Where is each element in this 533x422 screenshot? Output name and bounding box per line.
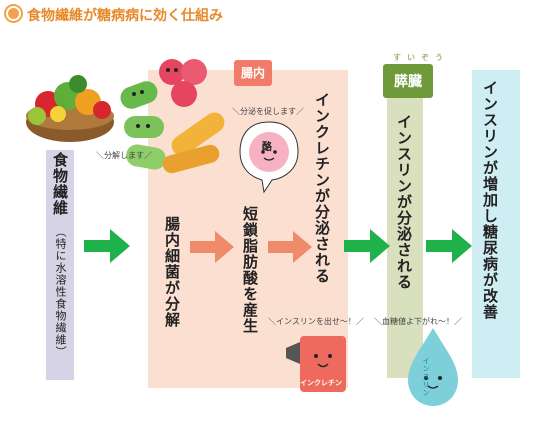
green-arrow-3-icon xyxy=(426,229,472,263)
break-down-speech: ＼分解します／ xyxy=(96,151,152,160)
pancreas-panel xyxy=(387,70,423,378)
gut-label: 腸内 xyxy=(234,60,272,86)
incretin-character-icon xyxy=(286,336,346,392)
food-basket-icon xyxy=(26,75,114,142)
sugar-down-speech: ＼血糖値よ下がれ〜！／ xyxy=(374,317,462,326)
page-title-text: 食物繊維が糖病病に効く仕組み xyxy=(27,8,223,24)
butyric-acid-character-icon xyxy=(239,121,299,194)
scfa-text: 短鎖脂肪酸を産生 xyxy=(241,206,259,334)
result-panel xyxy=(472,70,520,378)
title-bullet-icon xyxy=(6,6,21,21)
incretin-char-label: インクレチン xyxy=(300,379,342,387)
insulin-droplet-icon xyxy=(408,328,458,406)
gut-panel xyxy=(148,70,348,388)
bacteria-text: 腸内細菌が分解 xyxy=(163,216,181,328)
gut-bacteria-icon xyxy=(120,59,225,174)
insulin-secretion-text: インスリンが分泌される xyxy=(395,114,413,290)
pancreas-ruby: すいぞう xyxy=(393,53,449,62)
fiber-panel xyxy=(46,150,74,380)
fiber-note-text: （特に水溶性食物繊維） xyxy=(54,226,67,358)
orange-arrow-1-icon xyxy=(190,231,234,263)
incretin-text: インクレチンが分泌される xyxy=(313,92,331,284)
acid-char-label: 酪 xyxy=(262,142,272,153)
fiber-text: 食物繊維 xyxy=(51,152,69,216)
insulin-char-label: インスリン xyxy=(422,357,430,397)
insulin-call-speech: ＼インスリンを出せ〜！／ xyxy=(268,317,364,326)
green-arrow-2-icon xyxy=(344,229,390,263)
page-title: 食物繊維が糖病病に効く仕組み xyxy=(6,5,223,25)
result-text: インスリンが増加し糖尿病が改善 xyxy=(481,80,499,320)
promote-speech: ＼分泌を促します／ xyxy=(232,107,304,116)
pancreas-label: 膵臓 xyxy=(383,64,433,98)
green-arrow-1-icon xyxy=(84,229,130,263)
orange-arrow-2-icon xyxy=(268,231,312,263)
